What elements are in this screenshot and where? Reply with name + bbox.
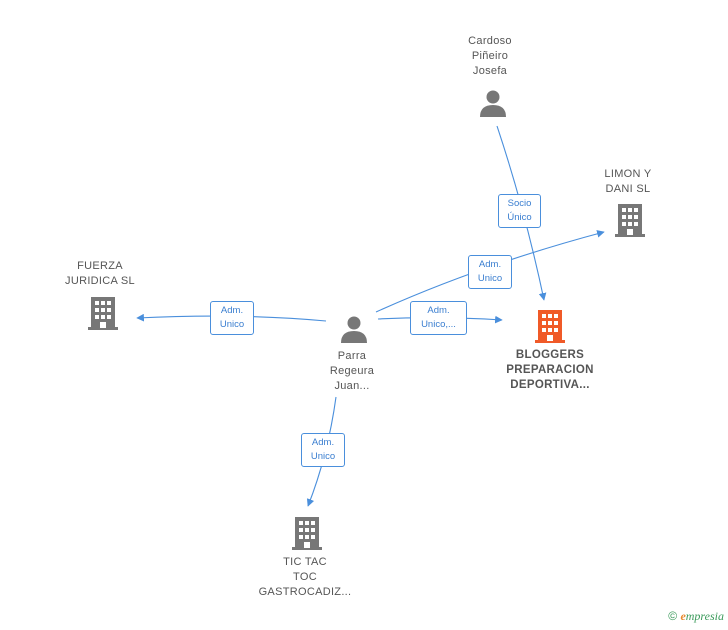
footer-brand: © empresia (668, 609, 724, 624)
building-icon[interactable] (291, 516, 323, 550)
brand-logo: empresia (680, 609, 724, 623)
node-label-parra[interactable]: Parra Regeura Juan... (329, 350, 375, 392)
node-label-fuerza[interactable]: FUERZA JURIDICA SL (65, 260, 135, 287)
node-label-tictac[interactable]: TIC TAC TOC GASTROCADIZ... (258, 556, 352, 598)
edge-label-adm-limon[interactable]: Adm. Unico (468, 255, 512, 289)
copyright-icon: © (668, 609, 678, 623)
person-icon[interactable] (478, 88, 508, 118)
edge-label-socio-unico[interactable]: Socio Único (498, 194, 541, 228)
edge-label-adm-fuerza[interactable]: Adm. Unico (210, 301, 254, 335)
edge-label-adm-bloggers[interactable]: Adm. Unico,... (410, 301, 467, 335)
person-icon[interactable] (339, 314, 369, 344)
node-label-limon[interactable]: LIMON Y DANI SL (604, 168, 652, 195)
node-label-cardoso[interactable]: Cardoso Piñeiro Josefa (468, 35, 512, 77)
building-icon[interactable] (87, 296, 119, 330)
node-label-bloggers[interactable]: BLOGGERS PREPARACION DEPORTIVA... (506, 349, 594, 391)
edge-label-adm-tictac[interactable]: Adm. Unico (301, 433, 345, 467)
building-icon[interactable] (614, 203, 646, 237)
building-icon[interactable] (534, 309, 566, 343)
